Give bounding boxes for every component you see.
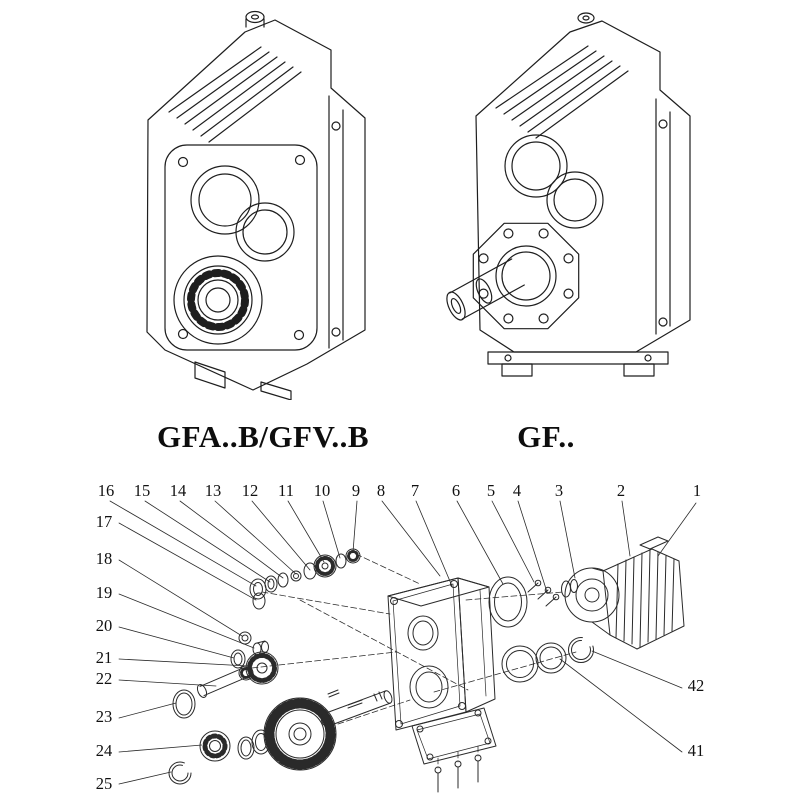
callout-11: 11 — [278, 480, 294, 500]
gear-housing — [387, 577, 496, 731]
gearbox-left-bores — [190, 165, 295, 262]
callout-14: 14 — [169, 480, 187, 500]
output-shaft-parts — [168, 689, 393, 785]
gearbox-drawing-right — [446, 12, 691, 377]
input-shaft-parts — [249, 548, 361, 610]
callout-16: 16 — [97, 480, 115, 500]
gearbox-right-housing — [475, 12, 691, 377]
callout-24: 24 — [95, 740, 113, 760]
gearbox-left-bearing — [173, 255, 263, 345]
gearbox-right-output-shaft — [446, 258, 525, 321]
callout-41: 41 — [687, 740, 705, 760]
exploded-view-drawing — [109, 500, 697, 793]
callout-9: 9 — [351, 480, 361, 500]
callout-6: 6 — [451, 480, 461, 500]
motor — [564, 536, 685, 650]
callout-1: 1 — [692, 480, 702, 500]
callout-5: 5 — [486, 480, 496, 500]
callout-8: 8 — [376, 480, 386, 500]
model-label-right: GF.. — [517, 419, 575, 454]
callout-3: 3 — [554, 480, 564, 500]
leader-lines — [109, 500, 697, 785]
cover-plate-and-bolts — [411, 707, 497, 793]
callout-12: 12 — [241, 480, 259, 500]
callout-42: 42 — [687, 675, 705, 695]
callout-10: 10 — [313, 480, 331, 500]
callout-25: 25 — [95, 773, 113, 793]
model-label-left: GFA..B/GFV..B — [156, 419, 370, 454]
callout-20: 20 — [95, 615, 113, 635]
callout-22: 22 — [95, 668, 113, 688]
assembly-axes — [251, 553, 577, 769]
gasket-and-bolts — [488, 576, 578, 628]
intermediate-gear-parts — [196, 631, 279, 698]
callout-19: 19 — [95, 582, 113, 602]
gearbox-right-output-flange — [472, 222, 580, 330]
callout-23: 23 — [95, 706, 113, 726]
gearbox-left-housing — [146, 10, 366, 400]
callout-18: 18 — [95, 548, 113, 568]
callout-7: 7 — [410, 480, 420, 500]
gearbox-drawing-left — [146, 10, 366, 400]
callout-2: 2 — [616, 480, 626, 500]
gearbox-right-bores — [504, 134, 604, 229]
retaining-rings — [501, 637, 594, 683]
callout-13: 13 — [204, 480, 222, 500]
callout-21: 21 — [95, 647, 113, 667]
callout-17: 17 — [95, 511, 113, 531]
callout-4: 4 — [512, 480, 522, 500]
callout-15: 15 — [133, 480, 151, 500]
